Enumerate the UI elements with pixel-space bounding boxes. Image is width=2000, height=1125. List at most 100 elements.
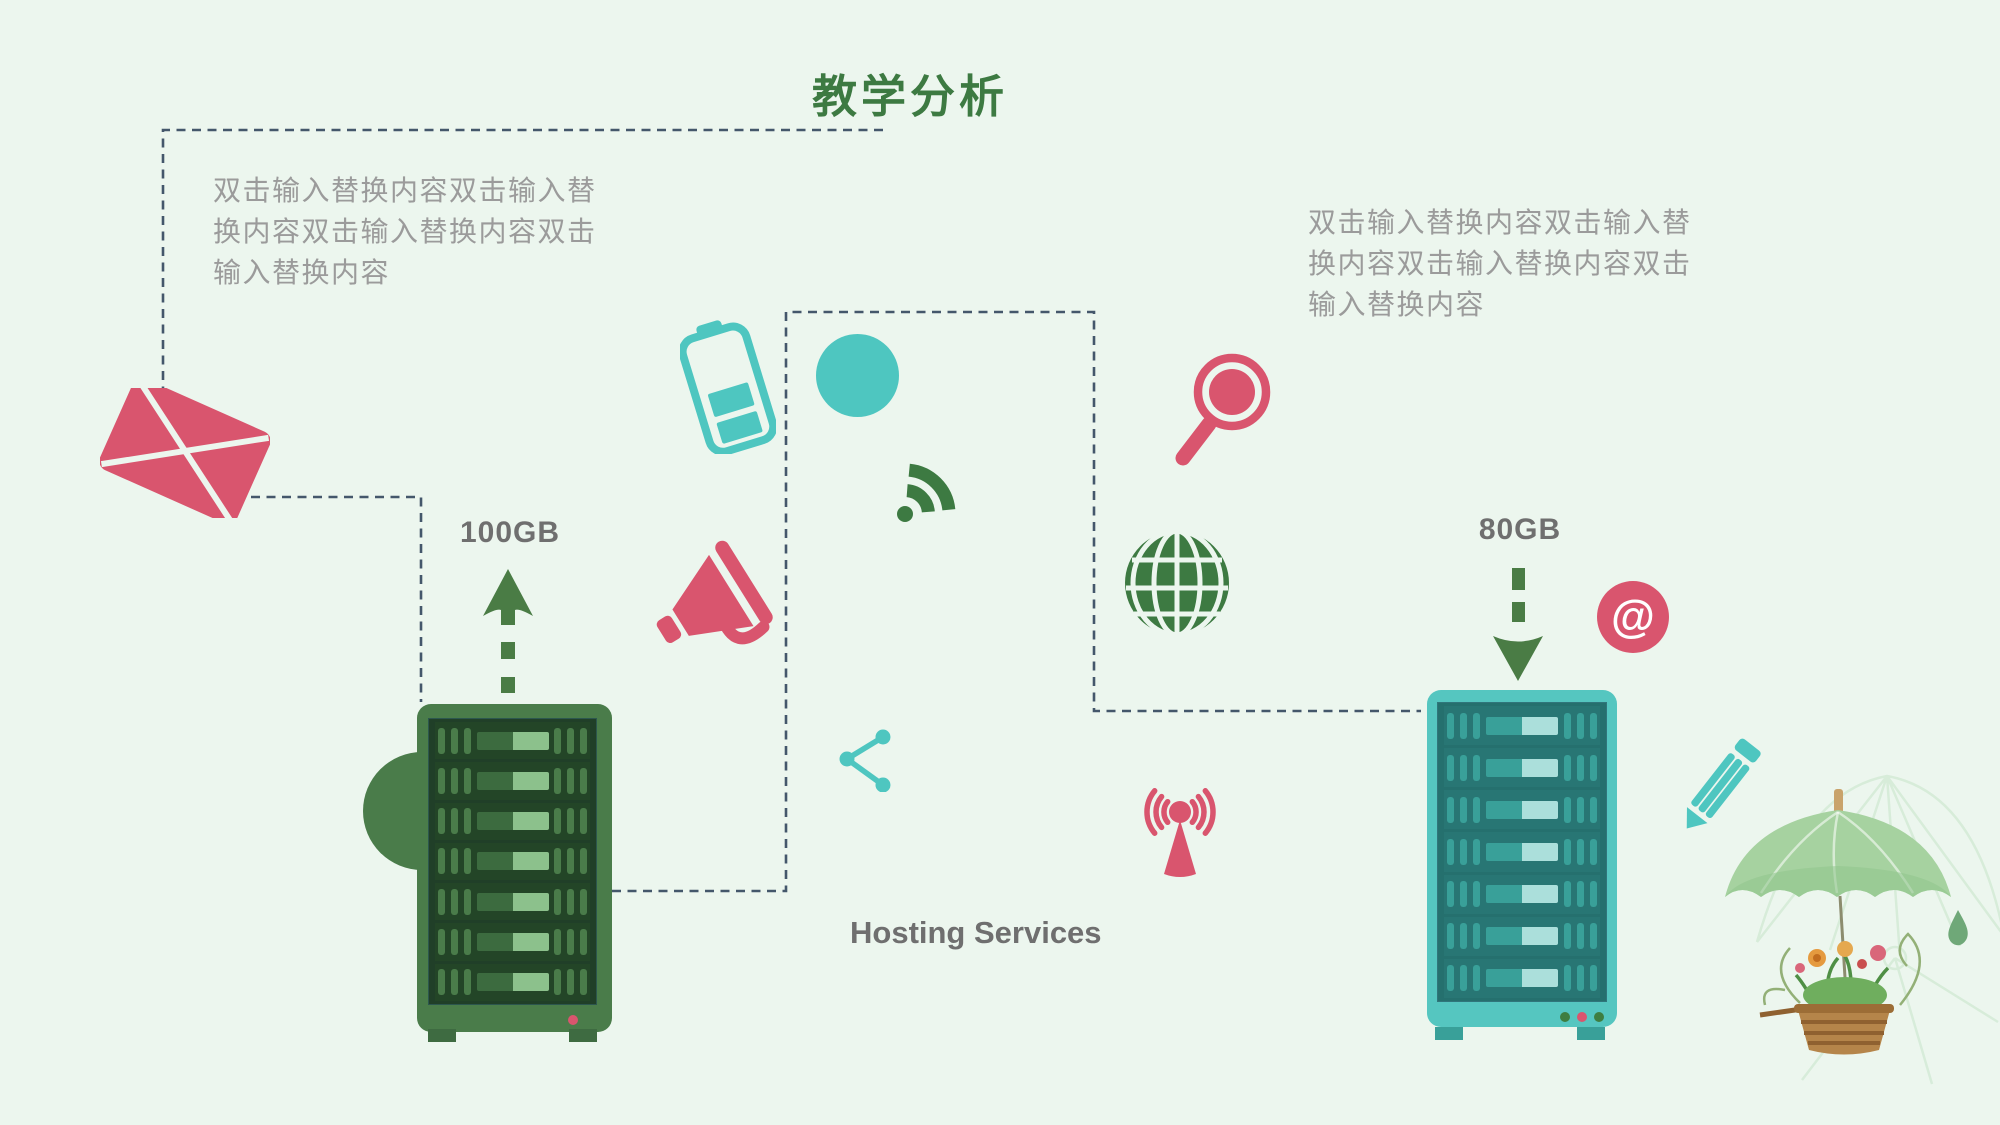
capacity-label-right: 80GB (1478, 513, 1562, 546)
server-right-foot (1577, 1027, 1605, 1040)
magnifier-icon (1175, 353, 1271, 466)
vent-slots (1447, 965, 1480, 992)
server-left-foot (569, 1029, 597, 1042)
server-rack-row (435, 883, 590, 921)
vent-slots (438, 767, 471, 794)
down-arrow-icon (1493, 568, 1543, 681)
battery-icon (680, 320, 776, 454)
server-rack-row (435, 722, 590, 760)
drive-bay (476, 973, 549, 992)
vent-slots (438, 727, 471, 754)
placeholder-line: 换内容双击输入替换内容双击 (213, 216, 597, 247)
server-rack-row (435, 963, 590, 1001)
dot-circle-icon (816, 334, 899, 417)
vent-slots (1564, 838, 1597, 865)
vent-slots (554, 848, 587, 875)
drive-bay (1486, 885, 1558, 904)
vent-slots (438, 969, 471, 996)
vent-slots (1447, 838, 1480, 865)
server-rack-row (1444, 706, 1600, 746)
vent-slots (554, 727, 587, 754)
vent-slots (554, 808, 587, 835)
drive-bay (1486, 969, 1558, 988)
pencil-icon (1686, 738, 1761, 829)
drive-bay (476, 933, 549, 952)
server-rack-row (1444, 832, 1600, 872)
server-right-rack (1437, 702, 1607, 1002)
placeholder-line: 输入替换内容 (1308, 289, 1486, 320)
server-right-foot (1435, 1027, 1463, 1040)
umbrella-canopy (1725, 789, 1951, 897)
server-right-led-pink (1577, 1012, 1587, 1022)
vent-slots (1564, 881, 1597, 908)
server-right-led-green (1594, 1012, 1604, 1022)
slide-title: 教学分析 (811, 71, 1008, 122)
vent-slots (554, 767, 587, 794)
vent-slots (438, 808, 471, 835)
vent-slots (438, 929, 471, 956)
connector-left-server-to-right-server (612, 310, 1421, 893)
flower-basket (1759, 1004, 1894, 1055)
up-arrow-icon (483, 569, 533, 693)
vent-slots (1447, 881, 1480, 908)
server-rack-row (1444, 916, 1600, 956)
vent-slots (554, 969, 587, 996)
server-rack-row (435, 802, 590, 840)
server-left-rack (428, 718, 597, 1005)
vent-slots (1447, 923, 1480, 950)
drive-bay (1486, 716, 1558, 735)
placeholder-line: 换内容双击输入替换内容双击 (1308, 248, 1692, 279)
capacity-label-left: 100GB (459, 516, 561, 549)
server-rack-row (435, 842, 590, 881)
drive-bay (476, 892, 549, 911)
placeholder-line: 双击输入替换内容双击输入替 (1308, 207, 1692, 238)
envelope-icon (100, 388, 270, 518)
vent-slots (554, 888, 587, 915)
vent-slots (1564, 754, 1597, 781)
connector-envelope-to-left-server (220, 495, 423, 702)
vent-slots (1564, 965, 1597, 992)
server-rack-row (435, 762, 590, 800)
share-icon (839, 729, 891, 792)
vent-slots (438, 888, 471, 915)
water-drop-icon (1948, 910, 1968, 946)
vent-slots (1447, 712, 1480, 739)
vent-slots (1564, 923, 1597, 950)
vent-slots (1447, 796, 1480, 823)
drive-bay (476, 852, 549, 871)
drive-bay (476, 812, 549, 831)
globe-icon (1125, 528, 1229, 638)
vent-slots (1447, 754, 1480, 781)
server-rack-row (1444, 748, 1600, 788)
connector-title-to-envelope (161, 128, 883, 400)
drive-bay (1486, 927, 1558, 946)
server-rack-row (435, 923, 590, 961)
drive-bay (1486, 800, 1558, 819)
placeholder-text-left[interactable]: 双击输入替换内容双击输入替 换内容双击输入替换内容双击 输入替换内容 (213, 170, 597, 293)
server-rack-row (1444, 874, 1600, 914)
umbrella-illustration (1725, 774, 2000, 1085)
server-rack-row (1444, 790, 1600, 830)
server-left-foot (428, 1029, 456, 1042)
server-right-led-green (1560, 1012, 1570, 1022)
placeholder-line: 输入替换内容 (213, 257, 391, 288)
vent-slots (1564, 712, 1597, 739)
megaphone-icon (656, 540, 773, 645)
drive-bay (1486, 842, 1558, 861)
server-rack-row (1444, 958, 1600, 998)
placeholder-line: 双击输入替换内容双击输入替 (213, 175, 597, 206)
drive-bay (476, 771, 549, 790)
drive-bay (476, 731, 549, 750)
hosting-services-caption: Hosting Services (850, 915, 1102, 950)
vent-slots (1564, 796, 1597, 823)
vent-slots (554, 929, 587, 956)
antenna-icon (1144, 788, 1216, 877)
vent-slots (438, 848, 471, 875)
at-icon: @ (1597, 581, 1669, 653)
drive-bay (1486, 758, 1558, 777)
at-symbol: @ (1611, 591, 1655, 642)
wifi-icon (897, 463, 956, 522)
placeholder-text-right[interactable]: 双击输入替换内容双击输入替 换内容双击输入替换内容双击 输入替换内容 (1308, 202, 1692, 325)
